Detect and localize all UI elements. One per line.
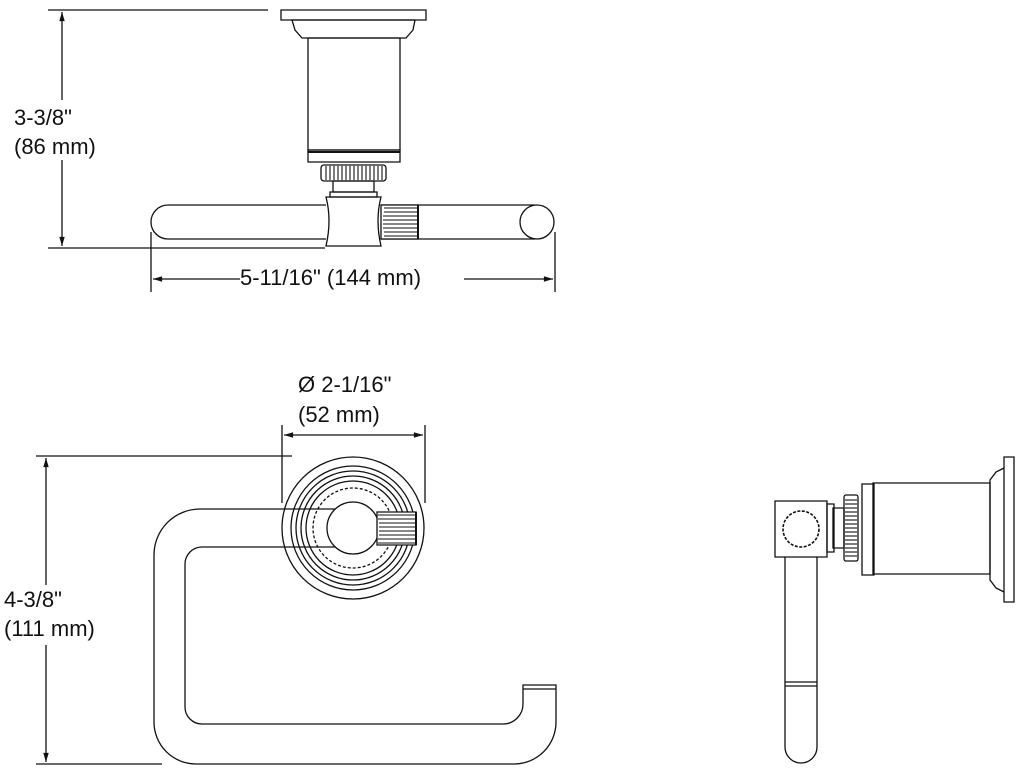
front-height-imperial: 4-3/8" [4,587,62,612]
front-diameter-imperial: Ø 2-1/16" [298,372,392,397]
top-view [48,10,555,292]
side-base-plate [1004,457,1014,602]
side-barrel [873,483,990,574]
front-height-metric: (111 mm) [4,616,95,641]
front-view [36,425,556,764]
top-height-imperial: 3-3/8" [14,105,72,130]
barrel [308,38,400,150]
arm-rod [151,205,326,239]
paper-arm [154,509,556,764]
base-collar [292,20,415,38]
base-plate [281,10,426,20]
arm-end [520,205,554,239]
front-diameter-metric: (52 mm) [298,402,380,427]
hub-block [326,197,381,246]
top-height-metric: (86 mm) [14,134,96,159]
escutcheon-outer [282,457,424,599]
top-width-label: 5-11/16" (144 mm) [240,265,422,290]
side-hub-block [775,501,827,557]
barrel-ring [308,150,400,162]
side-arm [785,557,817,763]
side-view [775,457,1014,763]
hub [327,502,379,554]
